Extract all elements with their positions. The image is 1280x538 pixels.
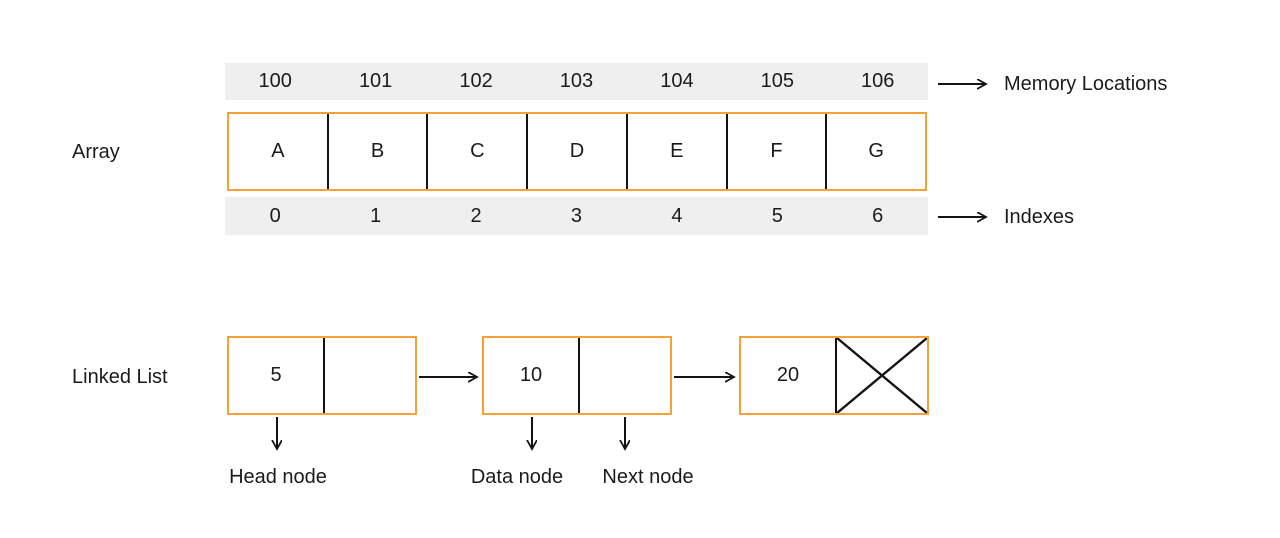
null-cross-icon <box>837 338 927 413</box>
memory-location-cell: 101 <box>358 70 393 92</box>
index-cell: 5 <box>771 204 783 227</box>
indexes-caption: Indexes <box>1004 206 1075 228</box>
linked-list-node: 10 <box>482 336 672 415</box>
node-next-pointer-cell <box>580 338 670 413</box>
memory-location-cell: 104 <box>660 70 694 92</box>
memory-locations-caption: Memory Locations <box>1004 73 1168 95</box>
array-element-cell: E <box>628 114 728 189</box>
array-box: A B C D E F G <box>227 112 927 191</box>
memory-location-cell: 105 <box>760 70 794 92</box>
next-node-caption: Next node <box>602 466 694 488</box>
array-section-label: Array <box>72 141 120 163</box>
node-data-cell: 20 <box>741 338 837 413</box>
array-element-cell: G <box>868 140 884 162</box>
linked-list-section-label: Linked List <box>72 366 168 388</box>
linked-list-node: 5 <box>227 336 417 415</box>
index-cell: 3 <box>570 204 583 227</box>
data-node-caption: Data node <box>470 466 564 488</box>
head-node-caption: Head node <box>229 466 327 488</box>
node-data-cell: 5 <box>229 338 325 413</box>
node-data-cell: 10 <box>484 338 580 413</box>
node-next-pointer-cell <box>837 338 927 413</box>
index-cell: 2 <box>470 204 482 227</box>
memory-location-cell: 103 <box>559 70 594 92</box>
indexes-band: 0 1 2 3 4 5 6 <box>225 197 928 235</box>
linked-list-node: 20 <box>739 336 929 415</box>
array-element-cell: A <box>229 114 329 189</box>
memory-location-cell: 100 <box>258 70 292 92</box>
memory-locations-band: 100 101 102 103 104 105 106 <box>225 63 928 100</box>
memory-location-cell: 106 <box>861 70 895 92</box>
memory-location-cell: 102 <box>459 70 493 92</box>
array-element-cell: C <box>428 114 529 189</box>
node-next-pointer-cell <box>325 338 415 413</box>
array-element-cell: B <box>329 114 429 189</box>
index-cell: 1 <box>370 204 382 227</box>
array-element-cell: D <box>528 114 628 189</box>
array-element-cell: F <box>728 114 828 189</box>
index-cell: 0 <box>269 204 281 227</box>
index-cell: 4 <box>671 204 683 227</box>
index-cell: 6 <box>872 204 884 227</box>
